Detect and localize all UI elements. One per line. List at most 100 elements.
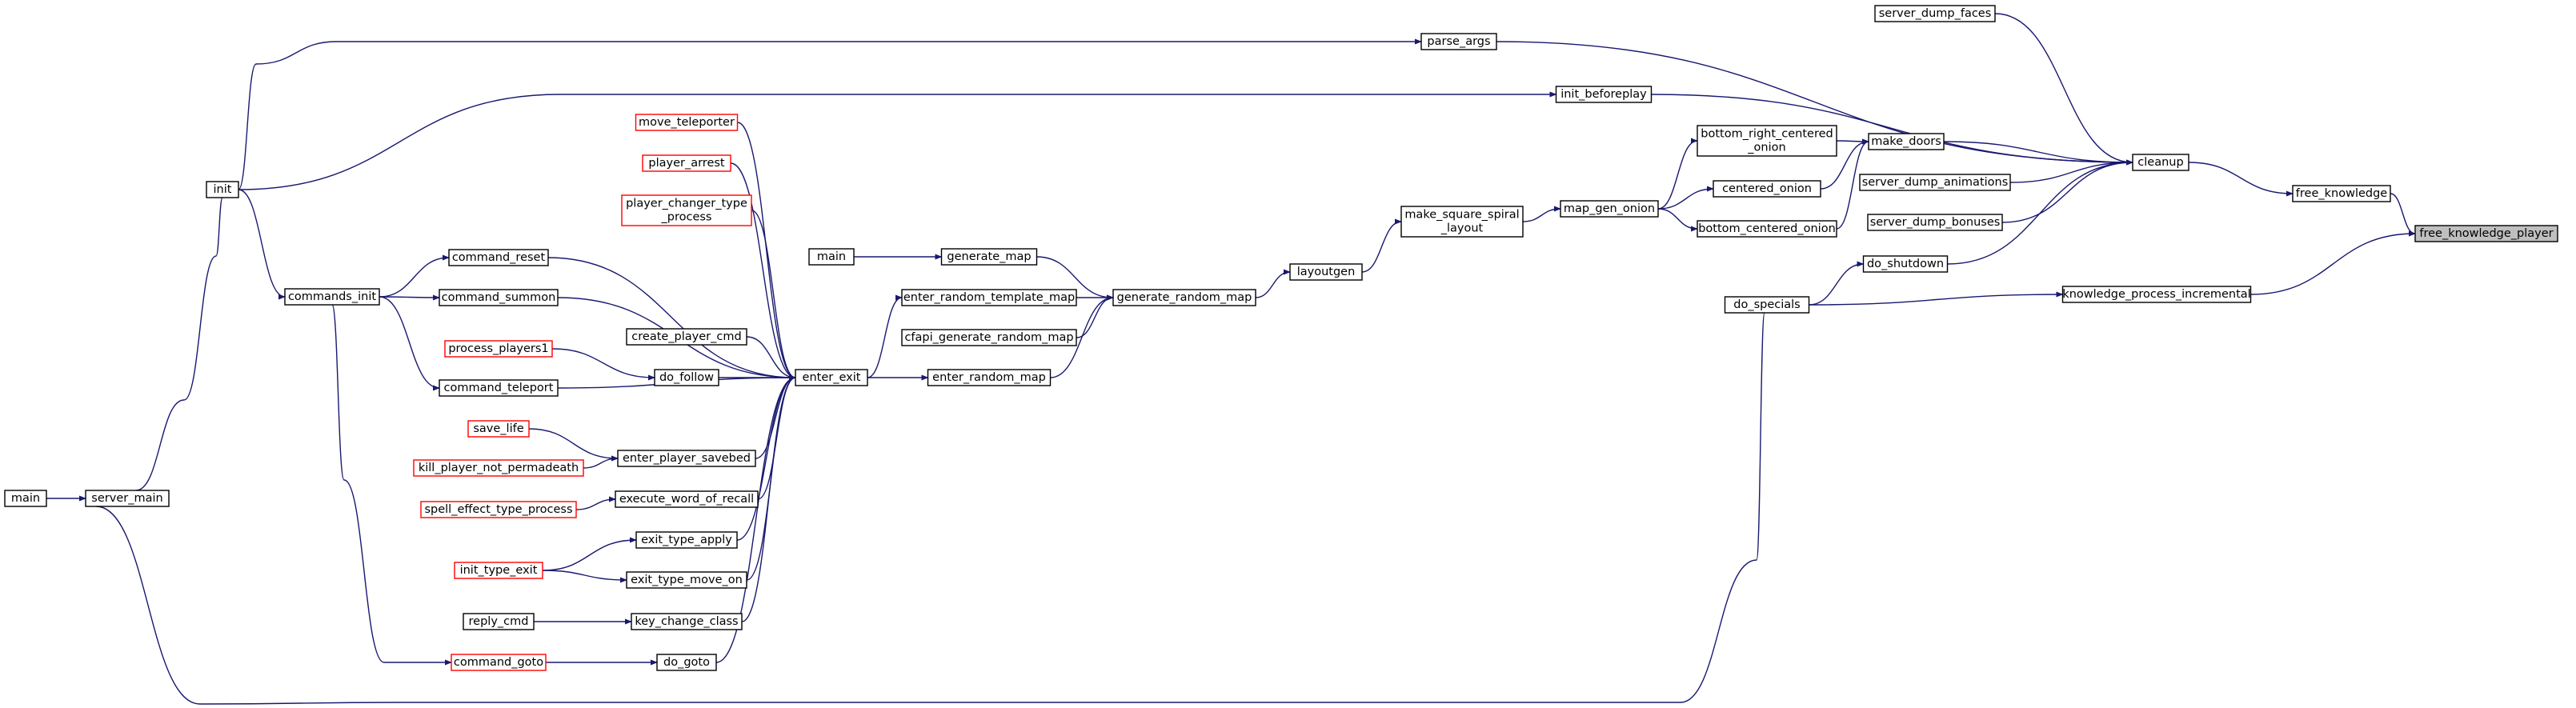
node-cleanup[interactable]: cleanup xyxy=(2132,154,2189,171)
node-init_type_exit[interactable]: init_type_exit xyxy=(454,562,543,579)
node-do_shutdown[interactable]: do_shutdown xyxy=(1862,255,1949,273)
edge-save_life-to-enter_player_savebed xyxy=(528,428,619,462)
edge-server_dump_bonuses-to-cleanup xyxy=(2001,159,2133,223)
node-label-reply_cmd: reply_cmd xyxy=(469,615,529,628)
node-enter_random_template_map[interactable]: enter_random_template_map xyxy=(901,289,1077,306)
node-do_specials[interactable]: do_specials xyxy=(1724,296,1810,314)
node-label-command_teleport: command_teleport xyxy=(444,382,554,394)
node-label-enter_random_map: enter_random_map xyxy=(932,371,1046,384)
node-box-free_knowledge xyxy=(2292,185,2391,202)
node-label-generate_map: generate_map xyxy=(947,250,1031,263)
node-init_beforeplay[interactable]: init_beforeplay xyxy=(1555,86,1653,103)
edge-init-to-commands_init xyxy=(238,189,286,300)
node-do_goto[interactable]: do_goto xyxy=(656,654,717,671)
node-exit_type_apply[interactable]: exit_type_apply xyxy=(635,531,738,549)
node-enter_random_map[interactable]: enter_random_map xyxy=(927,369,1052,386)
node-exit_type_move_on[interactable]: exit_type_move_on xyxy=(626,571,747,589)
node-box-enter_exit xyxy=(795,369,868,386)
node-main_server[interactable]: main xyxy=(4,490,47,507)
node-label-command_goto: command_goto xyxy=(454,656,543,669)
node-execute_word_of_recall[interactable]: execute_word_of_recall xyxy=(615,490,759,508)
node-label-make_square_spiral_layout-line2: _layout xyxy=(1440,222,1484,235)
node-enter_player_savebed[interactable]: enter_player_savebed xyxy=(617,450,756,467)
edge-free_knowledge-to-free_knowledge_player xyxy=(2390,193,2416,237)
node-label-make_square_spiral_layout-line1: make_square_spiral xyxy=(1404,209,1519,222)
node-box-server_dump_animations xyxy=(1859,174,2011,191)
node-server_dump_animations[interactable]: server_dump_animations xyxy=(1859,174,2011,191)
edge-server_dump_faces-to-cleanup xyxy=(1994,13,2133,166)
node-box-cfapi_generate_random_map xyxy=(901,329,1077,346)
node-label-server_dump_faces: server_dump_faces xyxy=(1879,7,1992,20)
node-label-server_dump_animations: server_dump_animations xyxy=(1862,176,2009,189)
node-make_doors[interactable]: make_doors xyxy=(1868,133,1945,150)
node-box-parse_args xyxy=(1420,33,1497,50)
node-generate_map[interactable]: generate_map xyxy=(940,248,1038,266)
node-box-init xyxy=(206,181,239,198)
node-label-centered_onion: centered_onion xyxy=(1722,182,1812,195)
node-box-enter_player_savebed xyxy=(617,450,756,467)
node-centered_onion[interactable]: centered_onion xyxy=(1713,180,1821,198)
node-label-player_changer_type_process-line2: _process xyxy=(661,211,712,224)
edge-server_main-to-init xyxy=(135,186,223,491)
node-parse_args[interactable]: parse_args xyxy=(1420,33,1497,50)
node-bottom_centered_onion[interactable]: bottom_centered_onion xyxy=(1697,220,1837,238)
node-generate_random_map[interactable]: generate_random_map xyxy=(1112,289,1256,306)
node-command_reset[interactable]: command_reset xyxy=(448,249,549,266)
node-box-kill_player_not_permadeath xyxy=(413,459,584,477)
node-key_change_class[interactable]: key_change_class xyxy=(631,613,743,630)
node-knowledge_process_incremental[interactable]: knowledge_process_incremental xyxy=(2061,286,2252,303)
node-server_dump_faces[interactable]: server_dump_faces xyxy=(1874,5,1996,22)
node-spell_effect_type_process[interactable]: spell_effect_type_process xyxy=(420,501,577,518)
edge-init-to-parse_args xyxy=(238,34,1424,190)
node-map_gen_onion[interactable]: map_gen_onion xyxy=(1560,200,1659,218)
node-label-server_dump_bonuses: server_dump_bonuses xyxy=(1870,216,2001,229)
node-label-init: init xyxy=(214,183,232,196)
node-process_players1[interactable]: process_players1 xyxy=(444,340,553,358)
edge-player_arrest-to-enter_exit xyxy=(730,162,796,381)
node-label-command_reset: command_reset xyxy=(452,251,546,264)
node-layoutgen[interactable]: layoutgen xyxy=(1289,263,1363,281)
node-free_knowledge[interactable]: free_knowledge xyxy=(2292,185,2391,202)
node-init[interactable]: init xyxy=(206,181,239,198)
node-box-player_changer_type_process xyxy=(621,194,752,226)
edge-player_changer_type_process-to-enter_exit xyxy=(751,210,796,381)
node-player_arrest[interactable]: player_arrest xyxy=(642,154,731,172)
node-enter_exit[interactable]: enter_exit xyxy=(795,369,868,386)
node-create_player_cmd[interactable]: create_player_cmd xyxy=(626,328,747,346)
node-move_teleporter[interactable]: move_teleporter xyxy=(635,114,739,131)
node-bottom_right_centered_onion[interactable]: bottom_right_centered_onion xyxy=(1697,125,1837,157)
node-box-bottom_right_centered_onion xyxy=(1697,125,1837,157)
node-make_square_spiral_layout[interactable]: make_square_spiral_layout xyxy=(1400,206,1524,238)
node-box-key_change_class xyxy=(631,613,743,630)
node-free_knowledge_player[interactable]: free_knowledge_player xyxy=(2414,225,2558,242)
node-do_follow[interactable]: do_follow xyxy=(654,369,719,386)
edge-init_beforeplay-to-cleanup xyxy=(1651,94,2133,166)
node-save_life[interactable]: save_life xyxy=(467,420,530,438)
node-label-exit_type_move_on: exit_type_move_on xyxy=(631,574,743,586)
node-label-enter_exit: enter_exit xyxy=(803,371,861,384)
node-server_dump_bonuses[interactable]: server_dump_bonuses xyxy=(1867,214,2003,231)
node-kill_player_not_permadeath[interactable]: kill_player_not_permadeath xyxy=(413,459,584,477)
node-main_generate[interactable]: main xyxy=(808,248,855,266)
node-server_main[interactable]: server_main xyxy=(85,490,170,507)
node-cfapi_generate_random_map[interactable]: cfapi_generate_random_map xyxy=(901,329,1077,346)
edge-make_square_spiral_layout-to-map_gen_onion xyxy=(1522,206,1561,222)
node-command_teleport[interactable]: command_teleport xyxy=(439,379,559,397)
node-box-command_reset xyxy=(448,249,549,266)
node-label-exit_type_apply: exit_type_apply xyxy=(641,534,732,546)
node-commands_init[interactable]: commands_init xyxy=(284,288,380,306)
node-box-command_summon xyxy=(439,289,559,306)
edge-map_gen_onion-to-bottom_right_centered_onion xyxy=(1657,138,1698,210)
node-box-main_server xyxy=(4,490,47,507)
node-label-commands_init: commands_init xyxy=(288,290,376,303)
node-command_summon[interactable]: command_summon xyxy=(439,289,559,306)
node-reply_cmd[interactable]: reply_cmd xyxy=(463,613,535,630)
node-command_goto[interactable]: command_goto xyxy=(451,654,547,671)
node-label-process_players1: process_players1 xyxy=(448,342,548,355)
node-label-map_gen_onion: map_gen_onion xyxy=(1564,202,1655,215)
node-box-knowledge_process_incremental xyxy=(2061,286,2252,303)
node-label-key_change_class: key_change_class xyxy=(635,615,738,628)
node-label-save_life: save_life xyxy=(473,422,523,435)
node-box-exit_type_apply xyxy=(635,531,738,549)
node-player_changer_type_process[interactable]: player_changer_type_process xyxy=(621,194,752,226)
